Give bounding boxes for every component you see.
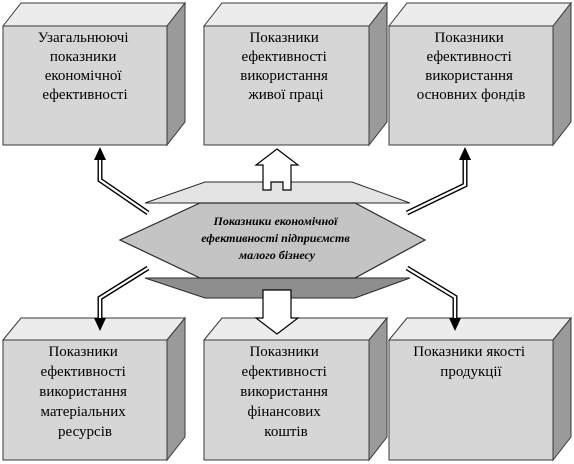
svg-text:Показники ефективності: Показники ефективності використання живо… <box>240 30 331 103</box>
box-front-face <box>2 25 168 146</box>
box-top-face <box>387 2 573 27</box>
hexagon-front-face <box>118 202 427 279</box>
arrow-down-icon <box>449 318 461 331</box>
arrow-up-icon <box>94 147 106 160</box>
block-arrow-to-financial-funds <box>254 289 300 335</box>
box-line: фінансових <box>247 404 321 420</box>
connector-to-product-quality <box>405 265 461 331</box>
center-line: Показники економічної <box>213 214 339 228</box>
box-line: ресурсів <box>58 424 112 440</box>
box-side-face <box>166 316 186 462</box>
arrow-down-icon <box>254 289 300 335</box>
svg-text:Показники ефективності: Показники ефективності використання мате… <box>39 344 130 440</box>
box-fixed-assets: Показники ефективності використання осно… <box>387 1 573 147</box>
block-arrow-to-living-labor <box>254 148 300 191</box>
box-line: коштів <box>264 424 307 440</box>
box-line: ефективності <box>241 49 326 65</box>
box-top-face <box>202 2 389 27</box>
connector-to-material-resources <box>94 265 150 331</box>
center-line: малого бізнесу <box>238 248 316 262</box>
box-top-face <box>202 317 389 341</box>
box-generalizing-indicators: Узагальнюючі показники економічної ефект… <box>1 1 187 147</box>
svg-text:Узагальнюючі показники: Узагальнюючі показники економічної ефект… <box>38 30 132 103</box>
box-side-face <box>166 1 186 147</box>
connector-to-fixed-assets <box>405 147 471 216</box>
box-product-quality: Показники якості продукції <box>387 316 573 462</box>
box-side-face <box>368 1 388 147</box>
box-line: основних фондів <box>417 87 526 103</box>
center-hexagon: Показники економічної ефективності підпр… <box>118 181 427 299</box>
box-top-face <box>1 2 187 27</box>
box-line: живої праці <box>247 87 323 103</box>
box-line: показники <box>50 49 117 65</box>
box-financial-funds: Показники ефективності використання фіна… <box>202 316 389 462</box>
box-front-face <box>388 25 554 146</box>
box-material-resources: Показники ефективності використання мате… <box>1 316 187 462</box>
box-line: Показники якості <box>413 344 525 360</box>
box-top-face <box>1 317 187 341</box>
svg-text:Показники економічної еф: Показники економічної ефективності підпр… <box>201 214 352 262</box>
arrow-up-icon <box>459 147 471 160</box>
box-line: Показники <box>249 30 318 46</box>
box-living-labor: Показники ефективності використання живо… <box>202 1 389 147</box>
connector-to-generalizing <box>94 147 150 216</box>
box-line: ефективності <box>241 364 326 380</box>
box-line: використання <box>39 384 127 400</box>
box-line: матеріальних <box>41 404 127 420</box>
svg-text:Показники ефективності: Показники ефективності використання осно… <box>417 30 526 103</box>
box-front-face <box>203 25 370 146</box>
box-front-face <box>388 339 554 461</box>
box-side-face <box>552 1 572 147</box>
box-front-face <box>2 339 168 461</box>
box-line: продукції <box>440 364 502 380</box>
box-line: ефективності <box>40 364 125 380</box>
box-line: Показники <box>434 30 503 46</box>
box-line: використання <box>240 68 328 84</box>
box-front-face <box>203 339 370 461</box>
box-line: ефективності <box>42 87 127 103</box>
svg-text:Показники ефективності: Показники ефективності використання фіна… <box>240 344 331 440</box>
box-line: Узагальнюючі <box>38 30 129 46</box>
center-line: ефективності підприємств <box>201 231 350 245</box>
box-line: використання <box>240 384 328 400</box>
box-line: використання <box>425 68 513 84</box>
box-side-face <box>552 316 572 462</box>
box-line: економічної <box>45 68 123 84</box>
hexagon-top-face <box>144 181 411 204</box>
box-side-face <box>368 316 388 462</box>
box-line: Показники <box>249 344 318 360</box>
svg-text:Показники якості продукц: Показники якості продукції <box>413 344 529 380</box>
arrow-down-icon <box>94 318 106 331</box>
box-top-face <box>387 317 573 341</box>
arrow-up-icon <box>254 148 300 191</box>
box-line: ефективності <box>426 49 511 65</box>
box-line: Показники <box>48 344 117 360</box>
